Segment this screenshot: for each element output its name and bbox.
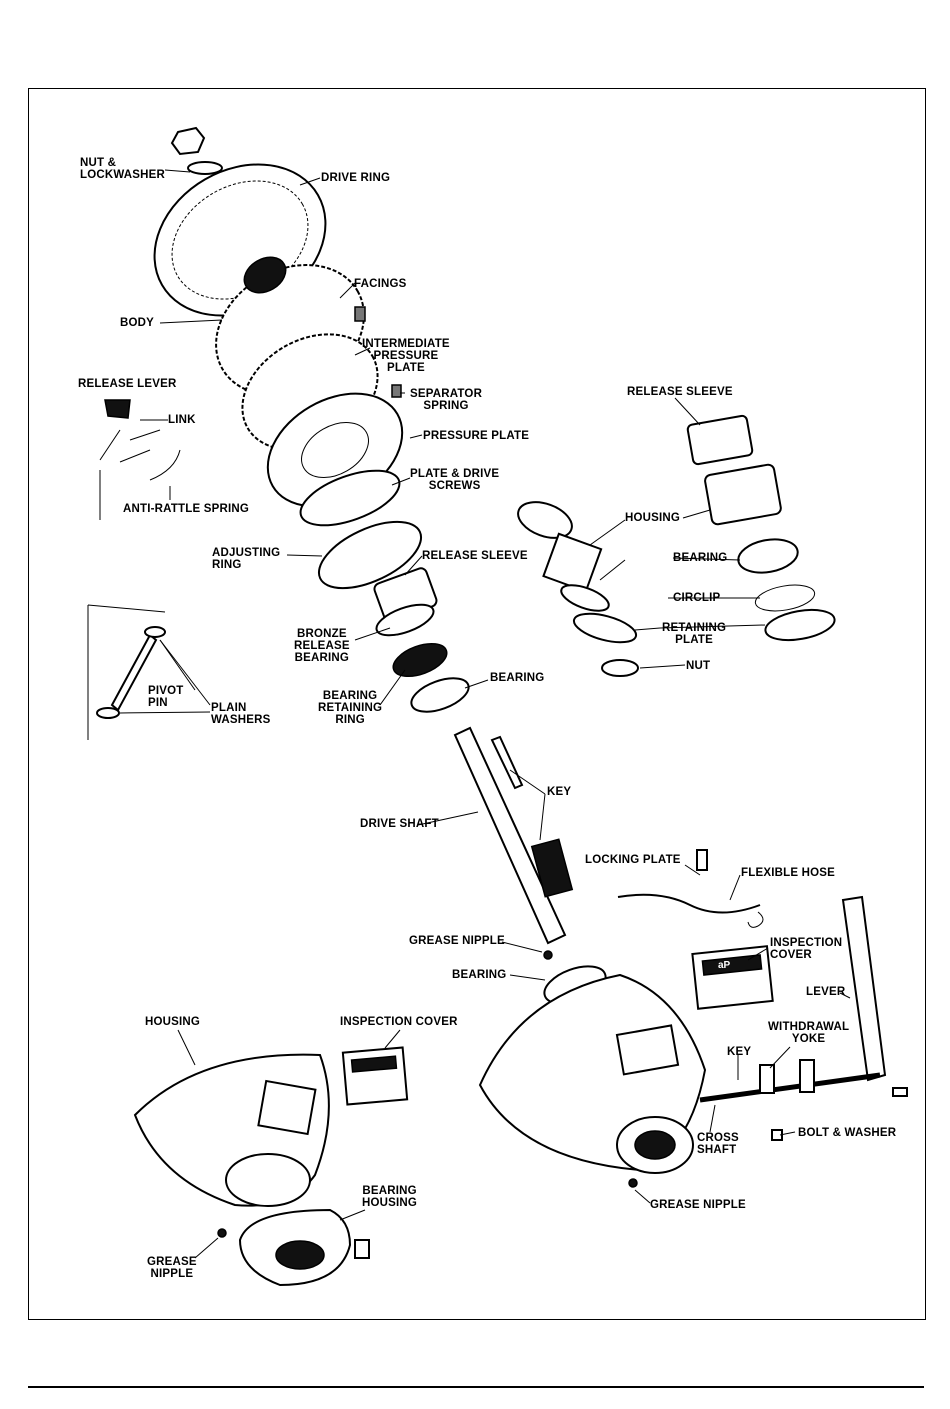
drive-shaft-part bbox=[453, 726, 574, 945]
grease-nipple-right-part bbox=[628, 1178, 638, 1188]
label-key-lower: KEY bbox=[727, 1046, 752, 1058]
upper-right-release-sleeve-part bbox=[686, 414, 836, 642]
pivot-pin-part bbox=[87, 604, 166, 740]
leader-lines bbox=[119, 169, 851, 1259]
label-separator-spring: SEPARATOR SPRING bbox=[410, 388, 483, 412]
label-plain-washers: PLAIN WASHERS bbox=[211, 702, 271, 726]
label-drive-ring: DRIVE RING bbox=[321, 172, 391, 184]
label-bearing-lower: BEARING bbox=[452, 969, 507, 981]
plate-logo: aP bbox=[718, 960, 731, 971]
label-drive-shaft: DRIVE SHAFT bbox=[360, 818, 439, 830]
separator-spring-part bbox=[391, 384, 402, 398]
grease-nipple-center-part bbox=[543, 950, 553, 960]
label-intermediate-pressure-plate: INTERMEDIATE PRESSURE PLATE bbox=[362, 338, 450, 374]
label-release-lever: RELEASE LEVER bbox=[78, 378, 177, 390]
label-body: BODY bbox=[120, 317, 155, 329]
label-release-sleeve-center: RELEASE SLEEVE bbox=[422, 550, 528, 562]
label-pressure-plate: PRESSURE PLATE bbox=[423, 430, 530, 442]
label-withdrawal-yoke: WITHDRAWAL YOKE bbox=[768, 1021, 850, 1045]
label-bearing-upper-right: BEARING bbox=[673, 552, 728, 564]
label-nut-lockwasher: NUT & LOCKWASHER bbox=[80, 157, 166, 181]
label-flexible-hose: FLEXIBLE HOSE bbox=[741, 867, 835, 879]
upper-housing-part bbox=[517, 501, 639, 677]
grease-nipple-left-part bbox=[217, 1228, 227, 1238]
adjusting-ring-part bbox=[317, 520, 423, 590]
label-anti-rattle-spring: ANTI-RATTLE SPRING bbox=[123, 503, 250, 515]
inspection-cover-left-part bbox=[341, 1046, 409, 1106]
label-locking-plate: LOCKING PLATE bbox=[585, 854, 681, 866]
plate-drive-ring bbox=[299, 469, 401, 527]
inspection-cover-right-part bbox=[691, 945, 774, 1010]
label-grease-nipple-center: GREASE NIPPLE bbox=[409, 935, 505, 947]
label-grease-nipple-lower-left: GREASE NIPPLE bbox=[147, 1256, 197, 1280]
label-inspection-cover-left: INSPECTION COVER bbox=[340, 1016, 458, 1028]
main-housing-right-part bbox=[478, 973, 707, 1174]
label-housing-upper: HOUSING bbox=[625, 512, 681, 524]
label-key-upper: KEY bbox=[547, 786, 572, 798]
label-bearing-center: BEARING bbox=[490, 672, 545, 684]
label-circlip: CIRCLIP bbox=[673, 592, 721, 604]
label-adjusting-ring: ADJUSTING RING bbox=[212, 547, 281, 571]
label-inspection-cover-right: INSPECTION COVER bbox=[770, 937, 843, 961]
label-lever: LEVER bbox=[806, 986, 846, 998]
cross-shaft-part bbox=[699, 1059, 881, 1103]
bearing-housing-part bbox=[238, 1208, 370, 1287]
label-retaining-plate: RETAINING PLATE bbox=[662, 622, 727, 646]
label-bolt-washer: BOLT & WASHER bbox=[798, 1127, 897, 1139]
footer-rule bbox=[28, 1386, 924, 1388]
facing-spring bbox=[354, 306, 366, 322]
diagram-frame bbox=[28, 88, 926, 1320]
label-bearing-retaining-ring: BEARING RETAINING RING bbox=[318, 690, 383, 726]
nut-part bbox=[170, 126, 223, 175]
label-bearing-housing: BEARING HOUSING bbox=[362, 1185, 418, 1209]
bearing-center-part bbox=[410, 677, 470, 713]
label-release-sleeve-right: RELEASE SLEEVE bbox=[627, 386, 733, 398]
label-nut: NUT bbox=[686, 660, 711, 672]
label-grease-nipple-lower-right: GREASE NIPPLE bbox=[650, 1199, 746, 1211]
lever-part bbox=[841, 895, 887, 1082]
label-link: LINK bbox=[168, 414, 196, 426]
label-pivot-pin: PIVOT PIN bbox=[148, 685, 184, 709]
label-facings: FACINGS bbox=[354, 278, 407, 290]
release-lever-part bbox=[99, 399, 181, 520]
locking-plate-part bbox=[696, 849, 708, 871]
flexible-hose-part bbox=[617, 893, 761, 914]
label-housing-lower: HOUSING bbox=[145, 1016, 201, 1028]
retaining-ring-part bbox=[392, 642, 448, 678]
label-bronze-release-bearing: BRONZE RELEASE BEARING bbox=[294, 628, 350, 664]
housing-lower-left-part bbox=[133, 1053, 330, 1207]
release-sleeve-center-part bbox=[373, 567, 438, 637]
hose-hook bbox=[747, 911, 764, 928]
label-cross-shaft: CROSS SHAFT bbox=[697, 1132, 739, 1156]
label-plate-drive-screws: PLATE & DRIVE SCREWS bbox=[410, 468, 500, 492]
